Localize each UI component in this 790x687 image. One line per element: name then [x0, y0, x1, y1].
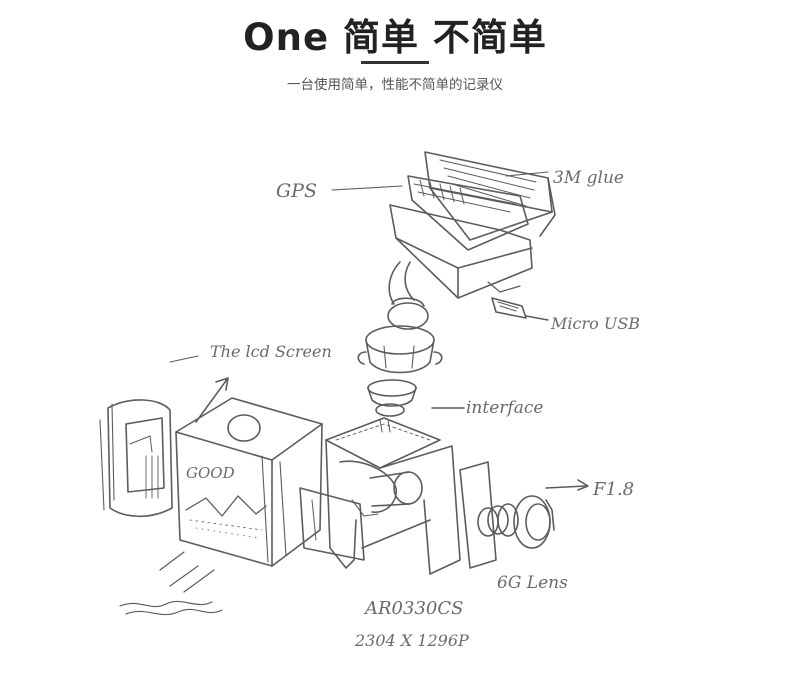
lens-group-drawing — [459, 461, 589, 569]
lcd-screen-drawing — [99, 377, 323, 567]
mount-drawing — [387, 261, 429, 330]
label-sensor-chip: AR0330CS — [363, 598, 463, 619]
label-micro-usb: Micro USB — [550, 314, 640, 333]
page-subtitle: 一台使用简单，性能不简单的记录仪 — [287, 77, 503, 93]
label-aperture: F1.8 — [592, 479, 634, 500]
scribbles — [119, 435, 223, 616]
micro-usb-drawing — [491, 297, 549, 321]
title-underline — [361, 61, 429, 64]
label-lens: 6G Lens — [497, 573, 568, 593]
page-title: One 简单 不简单 — [243, 16, 547, 59]
pointer-lines — [169, 171, 549, 363]
label-3m-glue: 3M glue — [553, 168, 624, 188]
label-lcd-screen: The lcd Screen — [210, 342, 332, 361]
label-resolution: 2304 X 1296P — [354, 631, 469, 650]
label-interface: interface — [466, 398, 543, 418]
label-screen-text: GOOD — [186, 464, 235, 482]
camera-body-drawing — [299, 417, 461, 575]
interface-drawing — [357, 325, 465, 417]
gps-module-drawing — [389, 151, 556, 299]
label-gps: GPS — [276, 180, 317, 202]
